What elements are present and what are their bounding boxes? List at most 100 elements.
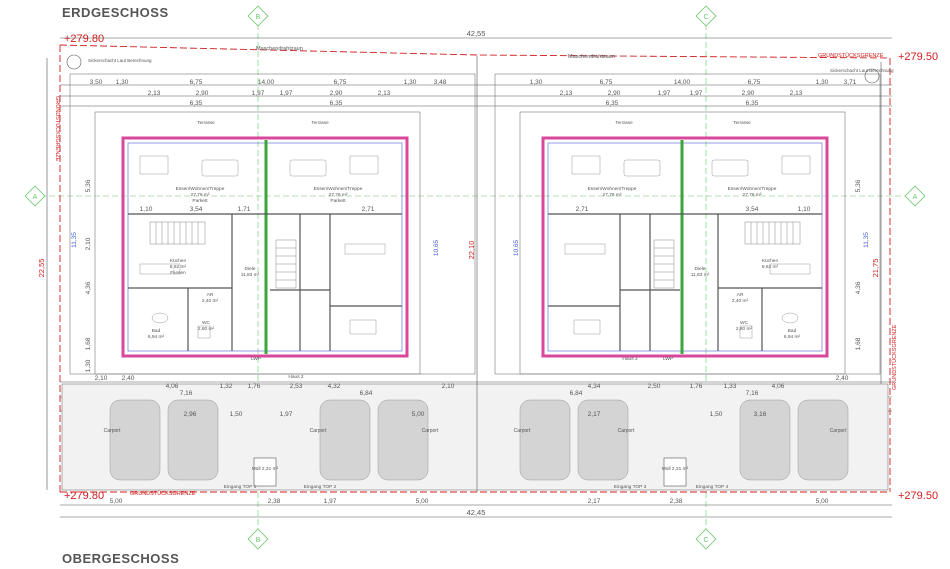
vert-dim-2: 2,10 <box>85 237 92 250</box>
room-essen3-label: Essen/Wohnen/Treppe <box>588 186 637 192</box>
bottom1-dim-2: 2,40 <box>122 375 135 382</box>
overall-width-top: 42,55 <box>467 29 486 38</box>
row2-dim-3: 1,97 <box>252 90 265 97</box>
final-dim-5: 2,17 <box>588 498 601 505</box>
row3-dim-2: 6,35 <box>330 100 343 107</box>
seepage-shaft-left: Sickerschacht Laut Berechnung <box>66 54 152 70</box>
entrance-label-3: Eingang TOP 3 <box>614 484 647 490</box>
row2-dim-1: 2,13 <box>148 90 161 97</box>
bottom1-dim-14: 2,40 <box>836 375 849 382</box>
top-dim-12: 6,75 <box>748 79 761 86</box>
room-kitchen-area: 8,62 m² <box>170 264 187 270</box>
bottom3-dim-1: 2,96 <box>184 411 197 418</box>
row2-dim-4: 1,97 <box>280 90 293 97</box>
carport-label-4: Carport <box>514 428 531 434</box>
axis-marker-b-bottom: B <box>247 528 269 550</box>
room-essen4-area: 27,76 m² <box>743 192 762 198</box>
mid-dim-4: 2,71 <box>362 206 375 213</box>
row2-dim-12: 2,13 <box>790 90 803 97</box>
room-essen-area: 27,76 m² <box>191 192 210 198</box>
furniture-right <box>564 155 811 339</box>
bin-room-label-right: Müll 2,31 m² <box>662 466 689 472</box>
axis-label-c: C <box>703 14 708 21</box>
final-dim-2: 2,38 <box>268 498 281 505</box>
side-dim-1: 11,35 <box>71 232 78 248</box>
bottom2-dim-3: 6,84 <box>570 390 583 397</box>
room-essen4-label: Essen/Wohnen/Treppe <box>728 186 777 192</box>
room-kitchen2-area: 8,62 m² <box>762 264 779 270</box>
heading-upper-floor: OBERGESCHOSS <box>62 551 180 566</box>
room-essen3-area: 27,76 m² <box>603 192 622 198</box>
top-dim-7: 3,71 <box>844 79 857 86</box>
top-dim-11: 14,00 <box>674 79 691 86</box>
boundary-label-top: GRUNDSTÜCKSGRENZE <box>818 52 884 59</box>
row2-dim-8: 2,90 <box>608 90 621 97</box>
elevation-bottom-right: +279.50 <box>898 490 938 502</box>
bottom1-dim-4: 1,32 <box>220 383 233 390</box>
carport-label-5: Carport <box>618 428 635 434</box>
mid-dim-5: 2,71 <box>576 206 589 213</box>
top-dim-5: 6,75 <box>334 79 347 86</box>
room-ar2-area: 2,40 m² <box>732 298 749 304</box>
bottom1-dim-1: 2,10 <box>95 375 108 382</box>
seepage-shaft-right: Sickerschacht Laut Berechnung <box>830 68 894 84</box>
terrace-label-3: Terrasse <box>615 120 633 125</box>
axis-label-a-right: A <box>913 194 918 201</box>
axis-marker-c-top: C <box>695 5 717 27</box>
carport-label-6: Carport <box>830 428 847 434</box>
axis-label-c-bottom: C <box>703 537 708 544</box>
room-kitchen-floor: Fliesen <box>170 270 186 276</box>
property-boundary <box>59 44 891 493</box>
side-dim-4: 11,35 <box>863 232 870 248</box>
axis-marker-a-right: A <box>904 185 926 207</box>
bottom1-dim-3: 4,06 <box>166 383 179 390</box>
room-bath2-area: 6,94 m² <box>784 334 801 340</box>
axis-marker-c-bottom: C <box>695 528 717 550</box>
bottom1-dim-12: 1,33 <box>724 383 737 390</box>
house-right <box>541 136 829 358</box>
vert-dim-6: 5,36 <box>855 179 862 192</box>
axis-label-a-left: A <box>33 194 38 201</box>
axis-marker-a-left: A <box>24 185 46 207</box>
top-dim-10: 6,75 <box>600 79 613 86</box>
terrace-label-2: Terrasse <box>311 120 329 125</box>
site-outlines <box>69 73 881 375</box>
room-ar-label: AR <box>207 292 214 298</box>
entrance-label-2: Eingang TOP 2 <box>304 484 337 490</box>
seepage-shaft-label-left: Sickerschacht Laut Berechnung <box>88 58 152 63</box>
bottom1-dim-5: 1,76 <box>248 383 261 390</box>
entrance-label-1: Eingang TOP 1 <box>224 484 257 490</box>
bottom1-dim-6: 2,53 <box>290 383 303 390</box>
bottom2-dim-2: 6,84 <box>360 390 373 397</box>
elevation-bottom-left: +279.80 <box>64 490 104 502</box>
room-hall-label: Diele <box>245 266 256 272</box>
room-wc-area: 2,80 m² <box>198 326 215 332</box>
terrace-label-4: Terrasse <box>733 120 751 125</box>
staircase-left <box>149 221 297 289</box>
mid-dim-3: 1,71 <box>238 206 251 213</box>
room-kitchen2-label: Küchen <box>762 258 779 264</box>
room-bath2-label: Bad <box>788 328 797 334</box>
final-dim-6: 2,38 <box>670 498 683 505</box>
side-dim-3: 10,65 <box>513 239 520 256</box>
staircase-right <box>653 221 801 289</box>
bottom3-dim-6: 1,50 <box>710 411 723 418</box>
room-essen2-label: Essen/Wohnen/Treppe <box>314 186 363 192</box>
room-hall2-area: 11,83 m² <box>691 272 710 278</box>
room-essen2-area: 27,76 m² <box>329 192 348 198</box>
boundary-label-bottom: GRUNDSTÜCKSGRENZE <box>130 490 196 497</box>
room-hall-area: 11,83 m² <box>241 272 260 278</box>
bottom1-dim-9: 4,34 <box>588 383 601 390</box>
room-bath-area: 6,94 m² <box>148 334 165 340</box>
room-wc-label: WC <box>202 320 211 326</box>
house3-label: Haus 3 <box>622 356 638 362</box>
row3-dim-1: 6,35 <box>190 100 203 107</box>
heading-ground-floor: ERDGESCHOSS <box>62 5 169 20</box>
room-ar2-label: AR <box>737 292 744 298</box>
heat-pump-label-left: LWP <box>251 356 261 362</box>
room-ar-area: 2,40 m² <box>202 298 219 304</box>
furniture-left <box>139 155 386 339</box>
final-dim-3: 1,97 <box>324 498 337 505</box>
side-dim-2: 10,65 <box>433 239 440 256</box>
